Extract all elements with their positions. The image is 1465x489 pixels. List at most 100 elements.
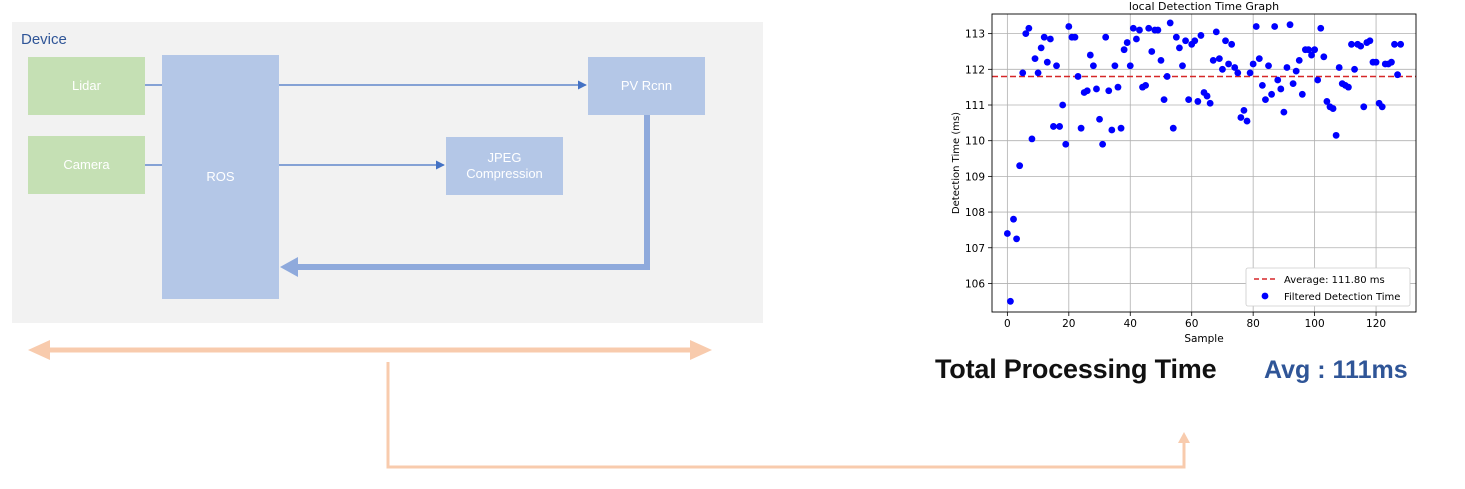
data-point — [1329, 105, 1337, 112]
data-point — [1228, 40, 1236, 48]
data-point — [1280, 108, 1288, 116]
x-tick-label: 80 — [1246, 318, 1259, 330]
data-point — [1102, 33, 1110, 41]
chart-title: local Detection Time Graph — [1129, 0, 1279, 13]
data-point — [1117, 124, 1125, 132]
data-point — [1271, 23, 1279, 30]
data-point — [1305, 46, 1312, 54]
data-point — [1007, 297, 1014, 305]
data-point — [1255, 55, 1263, 63]
data-point — [1246, 69, 1254, 77]
data-point — [1120, 46, 1128, 54]
data-point — [1136, 26, 1143, 34]
data-point — [1096, 115, 1103, 123]
data-point — [1010, 215, 1017, 223]
data-point — [1283, 64, 1291, 71]
x-tick-label: 20 — [1062, 318, 1075, 330]
x-axis-label: Sample — [1184, 333, 1223, 345]
data-point — [1111, 62, 1119, 70]
data-point — [1093, 85, 1100, 93]
data-point — [1258, 81, 1266, 89]
data-point — [1108, 126, 1116, 134]
data-point — [1074, 73, 1082, 80]
data-point — [1360, 103, 1368, 111]
y-tick-label: 112 — [965, 64, 985, 76]
data-point — [1311, 46, 1319, 54]
data-point — [1062, 140, 1070, 148]
data-point — [1123, 39, 1131, 46]
data-point — [1133, 35, 1140, 43]
x-tick-label: 60 — [1185, 318, 1198, 330]
data-point — [1332, 131, 1340, 139]
data-point — [1357, 42, 1365, 50]
y-tick-label: 110 — [965, 136, 985, 148]
data-point — [1209, 56, 1217, 64]
data-point — [1277, 85, 1285, 93]
y-tick-label: 107 — [965, 243, 985, 255]
data-point — [1314, 76, 1322, 84]
data-point — [1053, 62, 1060, 70]
legend-average-label: Average: 111.80 ms — [1284, 275, 1385, 286]
data-point — [1065, 23, 1073, 30]
data-point — [1114, 83, 1122, 91]
data-point — [1025, 24, 1033, 32]
data-point — [1320, 53, 1328, 61]
data-point — [1268, 90, 1275, 98]
data-point — [1099, 140, 1107, 148]
feedback-arrowhead — [280, 257, 298, 277]
data-point — [1166, 19, 1174, 27]
data-point — [1243, 117, 1251, 125]
data-point — [1289, 80, 1297, 87]
data-point — [1262, 96, 1269, 104]
camera-node: Camera — [28, 136, 145, 194]
device-label: Device — [21, 31, 67, 48]
total-time-connector — [386, 362, 1186, 469]
y-tick-label: 108 — [965, 207, 985, 219]
data-point — [1295, 56, 1303, 64]
total-time-arrowhead — [1178, 432, 1190, 443]
average-time-value: Avg : 111ms — [1264, 356, 1408, 384]
data-point — [1219, 65, 1226, 73]
data-point — [1182, 37, 1189, 45]
data-point — [1191, 37, 1199, 45]
pvrcnn-feedback-line — [297, 115, 650, 270]
data-point — [1378, 103, 1386, 111]
data-point — [1083, 87, 1091, 95]
data-point — [1335, 64, 1343, 71]
legend-points-swatch — [1261, 292, 1269, 300]
data-point — [1237, 114, 1245, 121]
data-point — [1157, 56, 1165, 64]
lidar-node: Lidar — [28, 57, 145, 115]
data-point — [1286, 21, 1294, 29]
data-point — [1037, 44, 1045, 52]
data-point — [1176, 44, 1183, 52]
data-point — [1016, 162, 1024, 170]
y-axis-label: Detection Time (ms) — [951, 112, 962, 214]
data-point — [1028, 135, 1036, 143]
data-point — [1086, 51, 1094, 59]
data-point — [1234, 69, 1242, 77]
data-point — [1215, 55, 1223, 63]
data-point — [1154, 26, 1162, 34]
data-point — [1265, 62, 1272, 70]
data-point — [1003, 230, 1011, 237]
data-point — [1249, 60, 1257, 68]
data-point — [1160, 96, 1168, 104]
data-point — [1323, 98, 1331, 105]
data-point — [1034, 69, 1042, 77]
ros-node: ROS — [162, 55, 279, 299]
legend-points-label: Filtered Detection Time — [1284, 292, 1400, 303]
data-point — [1043, 58, 1051, 66]
span-arrowhead-right — [690, 340, 712, 360]
data-point — [1194, 98, 1202, 105]
span-arrowhead-left — [28, 340, 50, 360]
y-tick-label: 106 — [965, 278, 985, 290]
x-tick-label: 40 — [1124, 318, 1137, 330]
data-point — [1388, 58, 1395, 66]
data-point — [1274, 76, 1282, 84]
data-point — [1366, 37, 1374, 45]
data-point — [1126, 62, 1134, 70]
data-point — [1308, 51, 1315, 59]
data-point — [1129, 24, 1137, 32]
total-processing-time-title: Total Processing Time — [935, 354, 1217, 384]
